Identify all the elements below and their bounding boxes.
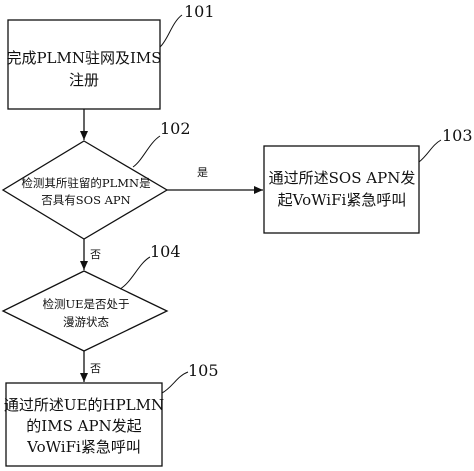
- diamond-104-line-2: 漫游状态: [63, 315, 109, 329]
- no-label-2: 否: [90, 362, 101, 375]
- yes-label: 是: [197, 166, 208, 179]
- box-103-line-1: 通过所述SOS APN发: [269, 169, 416, 187]
- leader-102: [132, 135, 161, 168]
- process-box-101: 完成PLMN驻网及IMS 注册: [6, 19, 162, 110]
- diamond-102-line-1: 检测其所驻留的PLMN是: [21, 176, 151, 190]
- ref-label-103: 103: [442, 126, 473, 145]
- leader-104: [119, 256, 151, 290]
- leader-105: [161, 371, 189, 394]
- leader-101: [159, 14, 183, 48]
- box-105-line-1: 通过所述UE的HPLMN: [4, 396, 164, 414]
- box-101-line-2: 注册: [69, 71, 99, 89]
- ref-label-101: 101: [184, 2, 215, 21]
- decision-diamond-102: 检测其所驻留的PLMN是 否具有SOS APN: [1, 140, 169, 240]
- no-label-1: 否: [90, 248, 101, 261]
- ref-label-102: 102: [160, 119, 191, 138]
- box-101-line-1: 完成PLMN驻网及IMS: [6, 49, 161, 67]
- box-105-line-2: 的IMS APN发起: [26, 417, 141, 435]
- ref-label-105: 105: [188, 361, 219, 380]
- box-103-line-2: 起VoWiFi紧急呼叫: [278, 191, 407, 209]
- diamond-102-line-2: 否具有SOS APN: [41, 193, 130, 207]
- diamond-104-line-1: 检测UE是否处于: [42, 297, 129, 311]
- leader-103: [418, 139, 442, 163]
- process-box-103: 通过所述SOS APN发 起VoWiFi紧急呼叫: [263, 145, 420, 234]
- box-105-line-3: VoWiFi紧急呼叫: [26, 438, 141, 456]
- decision-diamond-104: 检测UE是否处于 漫游状态: [1, 270, 169, 352]
- process-box-105: 通过所述UE的HPLMN 的IMS APN发起 VoWiFi紧急呼叫: [4, 382, 164, 467]
- ref-label-104: 104: [150, 242, 181, 261]
